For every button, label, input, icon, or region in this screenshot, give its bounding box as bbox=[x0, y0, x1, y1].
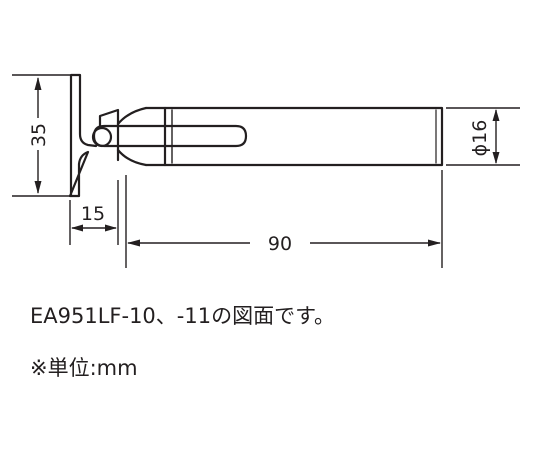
latch-slot bbox=[92, 124, 248, 148]
arrowhead-offset-left bbox=[71, 224, 83, 232]
diameter-value: ϕ16 bbox=[469, 120, 491, 157]
arrowhead-length-left bbox=[127, 239, 140, 247]
height-value: 35 bbox=[28, 123, 50, 147]
rod-neck bbox=[116, 106, 148, 167]
length-label-bg bbox=[250, 230, 310, 256]
rod-body bbox=[144, 106, 444, 167]
arrowhead-height-bottom bbox=[34, 181, 42, 194]
arrowhead-height-top bbox=[34, 77, 42, 90]
arrowhead-length-right bbox=[428, 239, 441, 247]
part-outline bbox=[68, 73, 444, 198]
arrowhead-diameter-top bbox=[492, 109, 500, 121]
offset-value: 15 bbox=[81, 203, 105, 225]
mounting-plate bbox=[68, 73, 98, 198]
hinge-lug bbox=[98, 108, 120, 162]
dimension-length bbox=[125, 170, 443, 268]
dimension-offset bbox=[69, 180, 119, 245]
height-label-bg bbox=[26, 118, 50, 150]
arrowhead-offset-right bbox=[105, 224, 117, 232]
dimension-diameter bbox=[446, 107, 520, 166]
length-value: 90 bbox=[268, 233, 292, 255]
arrowhead-diameter-bottom bbox=[492, 152, 500, 164]
units-note: ※単位:mm bbox=[30, 356, 138, 380]
drawing-caption: EA951LF-10、-11の図面です。 bbox=[30, 304, 335, 328]
